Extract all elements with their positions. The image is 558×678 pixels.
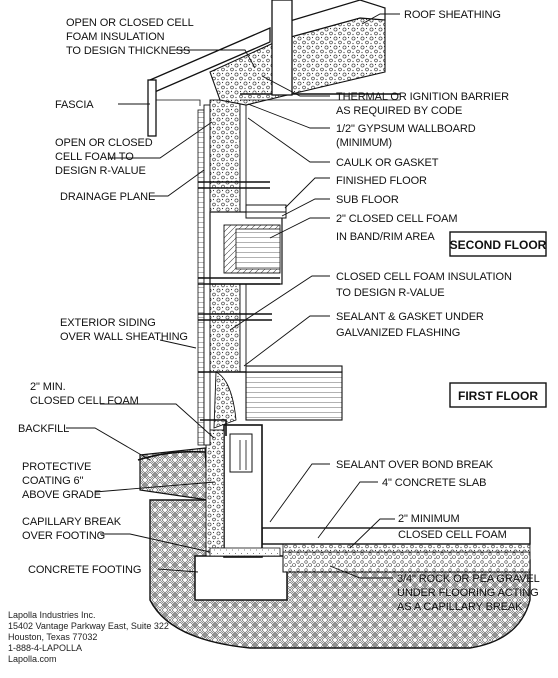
company-phone: 1-888-4-LAPOLLA <box>8 643 82 653</box>
label-caulk: CAULK OR GASKET <box>336 157 439 169</box>
label-exterior-siding-1: EXTERIOR SIDING <box>60 317 156 329</box>
label-open-closed-rvalue-2: CELL FOAM TO <box>55 151 134 163</box>
label-slab: 4" CONCRETE SLAB <box>382 477 486 489</box>
labels-left: OPEN OR CLOSED CELL FOAM INSULATION TO D… <box>18 17 194 576</box>
label-drainage-plane: DRAINAGE PLANE <box>60 191 155 203</box>
label-thermal-1: THERMAL OR IGNITION BARRIER <box>336 91 509 103</box>
footing-and-soil <box>137 447 531 649</box>
label-sealant-2: GALVANIZED FLASHING <box>336 327 460 339</box>
label-fascia: FASCIA <box>55 99 94 111</box>
label-capillary-2: OVER FOOTING <box>22 530 105 542</box>
label-open-closed-rvalue-3: DESIGN R-VALUE <box>55 165 146 177</box>
label-open-closed-rvalue-1: OPEN OR CLOSED <box>55 137 153 149</box>
first-floor-box: FIRST FLOOR <box>449 382 547 408</box>
label-sealant-1: SEALANT & GASKET UNDER <box>336 311 484 323</box>
label-gravel-1: 3/4" ROCK OR PEA GRAVEL <box>397 573 540 585</box>
label-band-2: IN BAND/RIM AREA <box>336 231 435 243</box>
label-open-closed-cell-2: FOAM INSULATION <box>66 31 165 43</box>
company-name: Lapolla Industries Inc. <box>8 610 96 620</box>
label-thermal-2: AS REQUIRED BY CODE <box>336 105 462 117</box>
first-floor-label: FIRST FLOOR <box>458 389 538 403</box>
label-open-closed-cell-1: OPEN OR CLOSED CELL <box>66 17 194 29</box>
label-finished-floor: FINISHED FLOOR <box>336 175 427 187</box>
label-protective-2: COATING 6" <box>22 475 84 487</box>
label-band-1: 2" CLOSED CELL FOAM <box>336 213 457 225</box>
label-capillary-1: CAPILLARY BREAK <box>22 516 122 528</box>
label-gypsum-2: (MINIMUM) <box>336 137 392 149</box>
labels-right: ROOF SHEATHING THERMAL OR IGNITION BARRI… <box>336 9 540 613</box>
roof-assembly <box>147 0 400 137</box>
label-min-foam-2: CLOSED CELL FOAM <box>30 395 139 407</box>
label-min-foam-1: 2" MIN. <box>30 381 66 393</box>
label-protective-1: PROTECTIVE <box>22 461 91 473</box>
company-web: Lapolla.com <box>8 654 57 664</box>
second-floor-box: SECOND FLOOR <box>449 231 547 257</box>
leader-lines <box>66 13 400 579</box>
label-sealant-bond: SEALANT OVER BOND BREAK <box>336 459 494 471</box>
label-min-ccf-2: CLOSED CELL FOAM <box>398 529 507 541</box>
label-open-closed-cell-3: TO DESIGN THICKNESS <box>66 45 190 57</box>
company-address-2: Houston, Texas 77032 <box>8 632 97 642</box>
second-floor-label: SECOND FLOOR <box>450 238 547 252</box>
label-gravel-2: UNDER FLOORING ACTING <box>397 587 539 599</box>
label-backfill: BACKFILL <box>18 423 69 435</box>
company-info: Lapolla Industries Inc. 15402 Vantage Pa… <box>8 610 169 664</box>
label-sub-floor: SUB FLOOR <box>336 194 399 206</box>
label-roof-sheathing: ROOF SHEATHING <box>404 9 501 21</box>
stem-wall <box>205 424 281 558</box>
company-address-1: 15402 Vantage Parkway East, Suite 322 <box>8 621 169 631</box>
label-ccf-design-2: TO DESIGN R-VALUE <box>336 287 445 299</box>
label-exterior-siding-2: OVER WALL SHEATHING <box>60 331 188 343</box>
label-ccf-design-1: CLOSED CELL FOAM INSULATION <box>336 271 512 283</box>
label-gypsum-1: 1/2" GYPSUM WALLBOARD <box>336 123 476 135</box>
label-concrete-footing: CONCRETE FOOTING <box>28 564 141 576</box>
label-gravel-3: AS A CAPILLARY BREAK <box>397 601 523 613</box>
wall-assembly <box>197 99 343 446</box>
label-min-ccf-1: 2" MINIMUM <box>398 513 460 525</box>
label-protective-3: ABOVE GRADE <box>22 489 101 501</box>
